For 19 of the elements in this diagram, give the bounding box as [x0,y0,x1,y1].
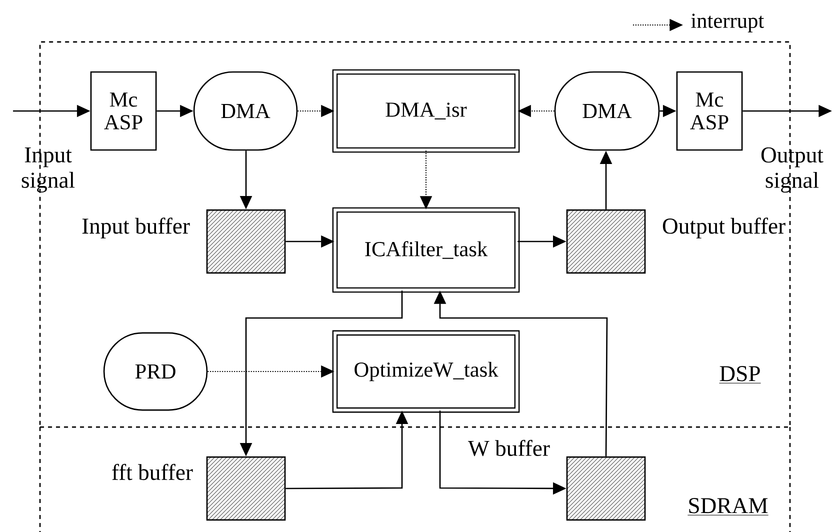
buffer-label: W buffer [468,440,550,456]
signal-label: Input signal [22,147,75,193]
signal-label: Output signal [761,147,824,193]
buffer-box [206,209,286,274]
buffer-label: Output buffer [662,218,786,238]
task-box: DMA_isr [332,69,520,153]
buffer-label: Input buffer [82,218,190,238]
process-node: PRD [103,332,208,411]
buffer-box [566,456,646,521]
buffer-box [566,209,646,274]
task-box: ICAfilter_task [332,207,520,293]
task-box: OptimizeW_task [332,330,520,413]
process-node: DMA [193,71,298,151]
legend-label: interrupt [691,14,764,32]
interface-box: Mc ASP [676,71,743,151]
buffer-box [206,456,286,521]
interface-box: Mc ASP [90,71,157,151]
buffer-label: fft buffer [112,464,193,480]
process-node: DMA [554,71,660,151]
